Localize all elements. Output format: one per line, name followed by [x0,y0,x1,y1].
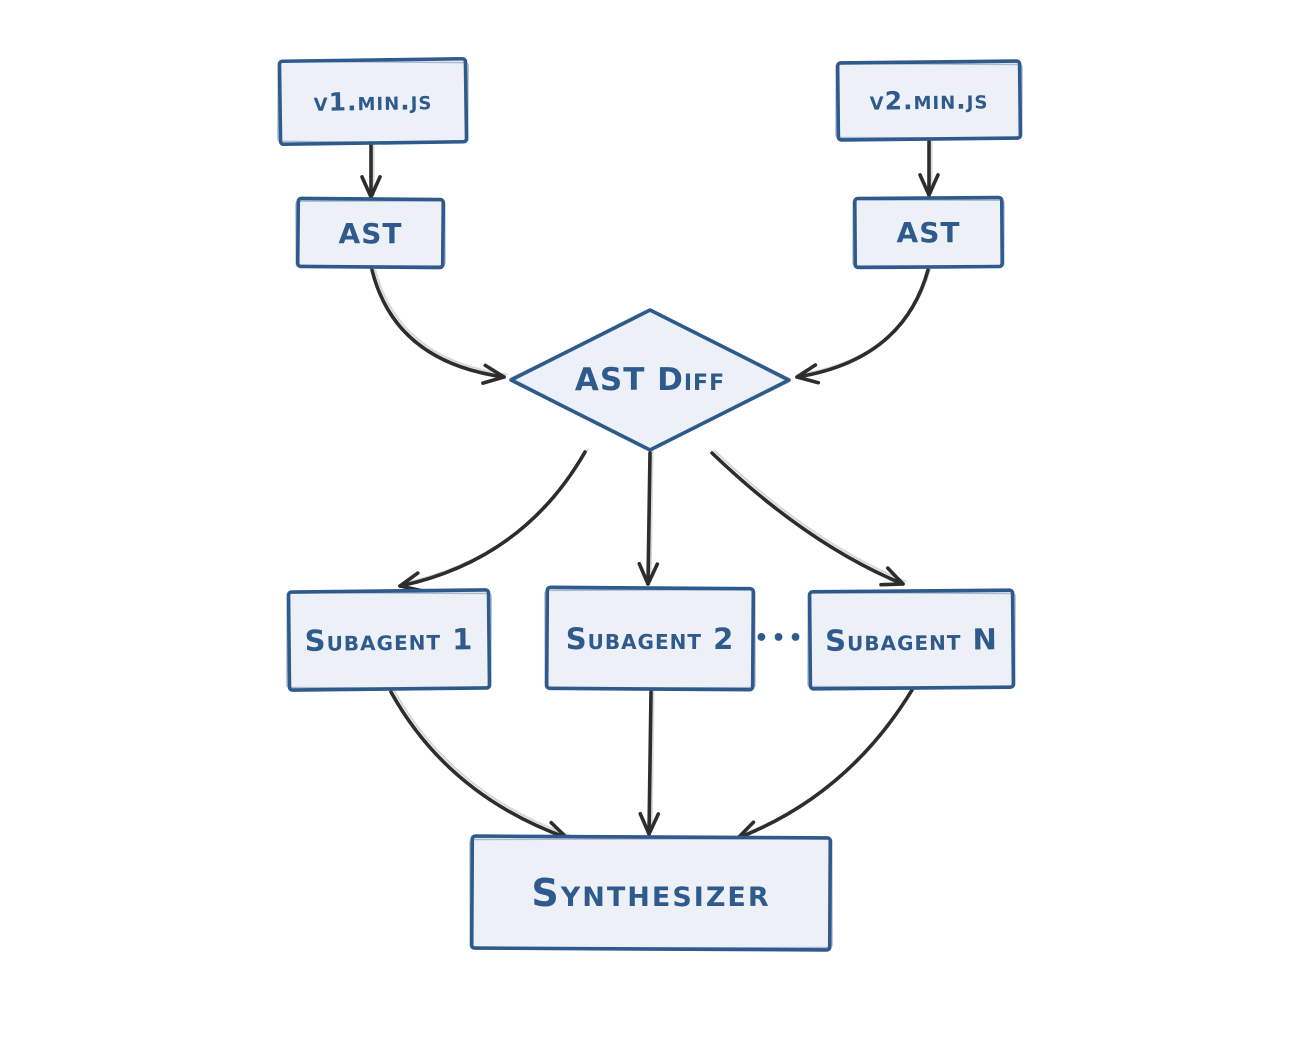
arrow-ast-left-to-diff [370,266,508,385]
arrow-subagent-2-to-synth [638,688,661,836]
node-label-subagent-n: Subagent N [825,621,998,658]
arrow-subagent-1-to-synth [389,688,571,842]
ast-left-box [295,196,446,270]
node-label-subagent-1: Subagent 1 [304,622,474,658]
subagent-n-box [807,588,1016,691]
node-label-ast-left: AST [338,216,403,250]
ast-diff-diamond [509,308,791,452]
ellipsis-text: ••• [754,625,806,651]
shape-layer [276,56,1023,952]
subagent-2-box [544,585,756,692]
arrow-layer [360,137,940,842]
arrow-diff-to-subagent-2 [637,449,660,586]
arrow-ast-right-to-diff [795,266,932,385]
synthesizer-box [469,834,833,952]
arrow-diff-to-subagent-n [710,449,907,587]
ast-right-box [852,195,1005,270]
arrow-v2-to-ast-right [918,137,940,197]
arrow-subagent-n-to-synth [736,686,916,841]
v2-box [835,59,1023,142]
node-label-ast-right: AST [896,216,961,249]
node-label-v2: v2.min.js [869,85,989,116]
node-label-subagent-2: Subagent 2 [565,621,735,656]
subagent-1-box [286,588,492,692]
arrow-diff-to-subagent-1 [398,448,589,593]
arrow-v1-to-ast-left [360,140,382,199]
v1-box [276,56,470,147]
node-label-v1: v1.min.js [313,86,433,117]
node-label-synthesizer: Synthesizer [531,871,771,915]
node-label-ast-diff: AST Diff [574,362,726,398]
